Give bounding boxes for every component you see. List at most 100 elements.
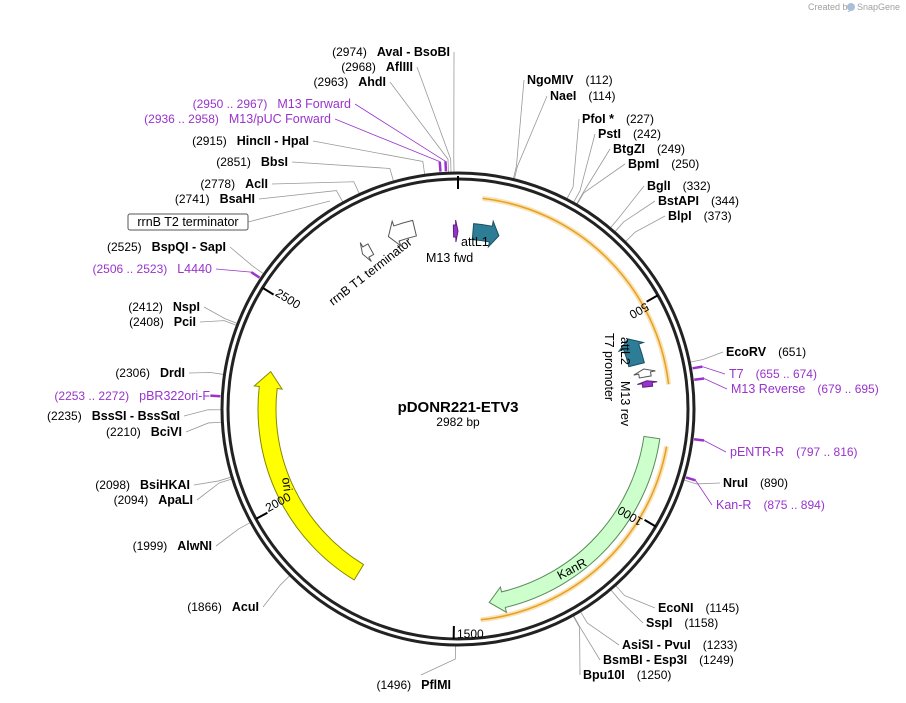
primer-site-label[interactable]: pENTR-R(797 .. 816)	[730, 445, 858, 459]
rrnb-t1-label: rrnB T1 terminator	[326, 235, 414, 308]
enzyme-site-label[interactable]: AhdI(2963)	[314, 75, 386, 89]
enzyme-site-label[interactable]: AclI(2778)	[200, 177, 268, 191]
enzyme-position: (2210)	[106, 425, 141, 439]
ori-feature-arrow	[253, 370, 365, 581]
enzyme-site-label[interactable]: BglI(332)	[647, 179, 711, 193]
enzyme-name: BlpI	[668, 209, 692, 223]
plasmid-title: pDONR221-ETV3	[398, 399, 519, 416]
enzyme-position: (1233)	[703, 638, 738, 652]
m13-fwd-feature-arrow	[452, 219, 459, 243]
enzyme-name: BtgZI	[613, 142, 645, 156]
tick-mark	[644, 519, 657, 528]
primer-position: (679 .. 695)	[817, 382, 878, 396]
enzyme-site-label[interactable]: NaeI(114)	[550, 89, 616, 103]
kan-orf-line	[480, 446, 668, 621]
enzyme-position: (1250)	[637, 668, 672, 682]
primer-site-label[interactable]: M13/pUC Forward(2936 .. 2958)	[144, 112, 331, 126]
primer-name: M13 Reverse	[731, 382, 805, 396]
enzyme-position: (2098)	[95, 478, 130, 492]
enzyme-position: (249)	[657, 142, 685, 156]
enzyme-site-label[interactable]: ApaLI(2094)	[114, 493, 193, 507]
primer-position: (875 .. 894)	[763, 498, 824, 512]
rrnb-t2-label: rrnB T2 terminator	[137, 215, 238, 229]
enzyme-site-label[interactable]: BpmI(250)	[628, 157, 699, 171]
primer-position: (2936 .. 2958)	[144, 112, 219, 126]
enzyme-site-label[interactable]: AsiSI - PvuI(1233)	[622, 638, 737, 652]
m13-rev-feature-arrow	[637, 380, 658, 388]
enzyme-site-label[interactable]: BsmBI - Esp3I(1249)	[603, 653, 734, 667]
tick-label: 2500	[273, 286, 303, 312]
enzyme-position: (2408)	[129, 315, 164, 329]
enzyme-site-label[interactable]: BciVI (2210)	[106, 425, 182, 439]
enzyme-site-label[interactable]: PflMI(1496)	[376, 678, 451, 692]
primer-site-label[interactable]: M13 Forward(2950 .. 2967)	[193, 97, 351, 111]
primer-mark	[694, 377, 705, 381]
enzyme-site-label[interactable]: NspI(2412)	[128, 300, 200, 314]
enzyme-position: (2968)	[341, 60, 376, 74]
enzyme-site-label[interactable]: AflIII(2968)	[341, 60, 413, 74]
primer-name: pBR322ori-F	[139, 389, 210, 403]
enzyme-site-label[interactable]: BbsI(2851)	[216, 155, 288, 169]
enzyme-position: (2741)	[175, 192, 210, 206]
enzyme-site-label[interactable]: NgoMIV(112)	[527, 73, 613, 87]
enzyme-site-label[interactable]: NruI(890)	[723, 476, 788, 490]
enzyme-name: BsmBI - Esp3I	[603, 653, 687, 667]
primer-site-label[interactable]: T7(655 .. 674)	[729, 367, 817, 381]
enzyme-name: BciVI	[151, 425, 182, 439]
enzyme-position: (112)	[586, 73, 613, 87]
enzyme-site-label[interactable]: AlwNI(1999)	[133, 539, 212, 553]
enzyme-site-label[interactable]: BsiHKAI (2098)	[95, 478, 190, 492]
primer-position: (2253 .. 2272)	[54, 389, 129, 403]
rrnb-t2-box[interactable]: rrnB T2 terminator	[127, 213, 249, 231]
t7-promoter-feature-arrow	[633, 368, 656, 379]
enzyme-site-label[interactable]: BtgZI (249)	[613, 142, 685, 156]
enzyme-name: NspI	[173, 300, 200, 314]
primer-site-label[interactable]: pBR322ori-F (2253 .. 2272)	[54, 389, 210, 403]
enzyme-site-label[interactable]: EcoRV(651)	[726, 345, 806, 359]
enzyme-site-label[interactable]: PciI(2408)	[129, 315, 196, 329]
kanr-feature-arrow	[488, 435, 661, 614]
enzyme-position: (344)	[711, 194, 739, 208]
enzyme-site-label[interactable]: PfoI *(227)	[582, 112, 654, 126]
enzyme-position: (2778)	[200, 177, 235, 191]
enzyme-site-label[interactable]: BssSI - BssSαI(2235)	[47, 409, 180, 423]
enzyme-site-label[interactable]: DrdI(2306)	[115, 366, 185, 380]
enzyme-site-label[interactable]: PstI(242)	[598, 127, 661, 141]
enzyme-position: (2094)	[114, 493, 149, 507]
enzyme-name: DrdI	[160, 366, 185, 380]
enzyme-name: BssSI - BssSαI	[92, 409, 180, 423]
enzyme-position: (1145)	[705, 601, 739, 615]
enzyme-position: (1496)	[376, 678, 411, 692]
attl2-feature-arrow	[617, 338, 646, 368]
enzyme-position: (2915)	[192, 134, 227, 148]
enzyme-name: BsiHKAI	[140, 478, 190, 492]
snapgene-logo: SnapGene	[847, 2, 900, 12]
enzyme-position: (373)	[704, 209, 732, 223]
enzyme-site-label[interactable]: HincII - HpaI(2915)	[192, 134, 309, 148]
enzyme-position: (227)	[626, 112, 654, 126]
enzyme-name: BsaHI	[220, 192, 255, 206]
rrnb-t2-feature-arrow	[359, 242, 375, 262]
feature-layer	[253, 195, 672, 623]
m13-fwd-label: M13 fwd	[426, 251, 473, 265]
enzyme-site-label[interactable]: BstAPI(344)	[658, 194, 739, 208]
enzyme-position: (250)	[671, 157, 699, 171]
enzyme-site-label[interactable]: AvaI - BsoBI(2974)	[332, 45, 450, 59]
primer-site-label[interactable]: L4440(2506 .. 2523)	[93, 262, 213, 276]
enzyme-site-label[interactable]: BlpI (373)	[668, 209, 732, 223]
enzyme-site-label[interactable]: BsaHI (2741)	[175, 192, 255, 206]
enzyme-site-label[interactable]: Bpu10I(1250)	[583, 668, 671, 682]
primer-mark	[692, 365, 703, 370]
primer-mark	[444, 161, 448, 172]
enzyme-name: NaeI	[550, 89, 576, 103]
primer-site-label[interactable]: Kan-R(875 .. 894)	[716, 498, 825, 512]
enzyme-site-label[interactable]: BspQI - SapI(2525)	[107, 240, 226, 254]
enzyme-site-label[interactable]: SspI(1158)	[646, 616, 718, 630]
primer-site-label[interactable]: M13 Reverse (679 .. 695)	[731, 382, 879, 396]
enzyme-site-label[interactable]: AcuI(1866)	[187, 600, 259, 614]
tick-mark	[262, 286, 275, 296]
primer-mark	[210, 394, 221, 398]
enzyme-site-label[interactable]: EcoNI(1145)	[658, 601, 739, 615]
primer-mark	[693, 438, 705, 442]
primer-mark	[250, 271, 261, 279]
